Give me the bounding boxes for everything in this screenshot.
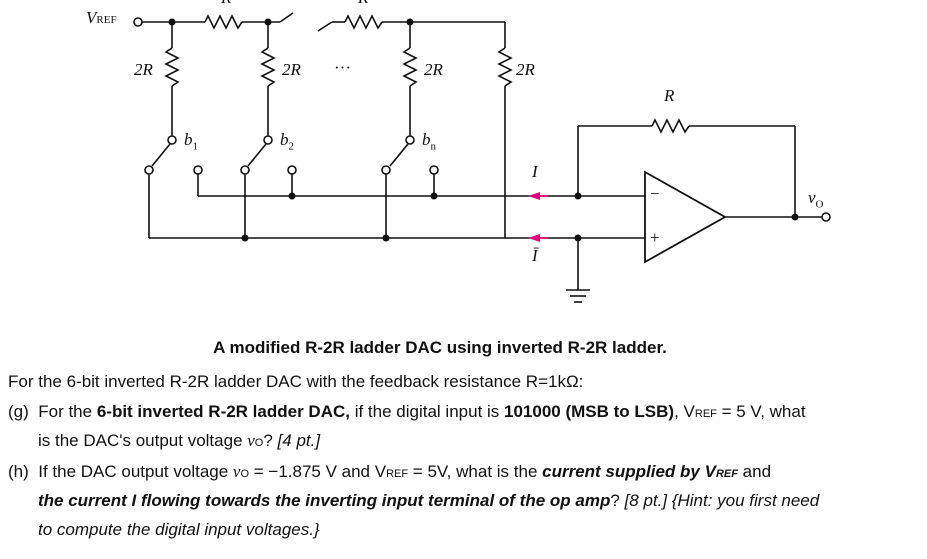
- switch-b1-label: b1: [184, 130, 198, 153]
- op-amp-minus-label: −: [650, 184, 660, 203]
- resistor-2r-1-label: 2R: [134, 60, 153, 79]
- resistor-feedback: [651, 118, 690, 134]
- feedback-resistor-label: R: [664, 86, 675, 105]
- op-amp: [644, 170, 727, 264]
- resistor-r1: [204, 14, 243, 30]
- resistor-2r-4-label: 2R: [516, 60, 535, 79]
- resistor-r1-label: R: [221, 0, 231, 8]
- vo-label: vO: [808, 188, 824, 211]
- question-g-line1: (g) For the 6-bit inverted R-2R ladder D…: [8, 402, 806, 421]
- resistor-2r-4: [497, 47, 513, 87]
- arrow-current-i: [528, 192, 540, 200]
- vref-terminal: [133, 17, 143, 27]
- current-i-label: I: [532, 162, 538, 181]
- switch-b2-label: b2: [280, 130, 294, 153]
- ellipsis-label: ···: [334, 58, 351, 77]
- resistor-2r-1: [164, 47, 180, 87]
- resistor-r2: [344, 14, 383, 30]
- resistor-2r-3: [402, 47, 418, 87]
- vo-terminal: [821, 212, 831, 222]
- arrow-current-ibar: [528, 234, 540, 242]
- current-ibar-label: Ī: [532, 246, 538, 265]
- question-intro: For the 6-bit inverted R-2R ladder DAC w…: [8, 372, 584, 391]
- question-h-line3: to compute the digital input voltages.}: [38, 520, 320, 539]
- figure-caption: A modified R-2R ladder DAC using inverte…: [213, 338, 667, 357]
- vref-label: VREF: [86, 8, 117, 27]
- resistor-r2-label: R: [358, 0, 368, 8]
- dac-circuit-diagram: [133, 12, 831, 303]
- question-h-line1: (h) If the DAC output voltage vO = −1.87…: [8, 462, 772, 481]
- resistor-2r-2-label: 2R: [282, 60, 301, 79]
- switch-bn-label: bn: [422, 130, 436, 153]
- resistor-2r-2: [260, 47, 276, 87]
- op-amp-plus-label: +: [650, 228, 660, 247]
- resistor-2r-3-label: 2R: [424, 60, 443, 79]
- question-g-line2: is the DAC's output voltage vO? [4 pt.]: [38, 431, 321, 450]
- question-h-line2: the current I flowing towards the invert…: [38, 491, 820, 510]
